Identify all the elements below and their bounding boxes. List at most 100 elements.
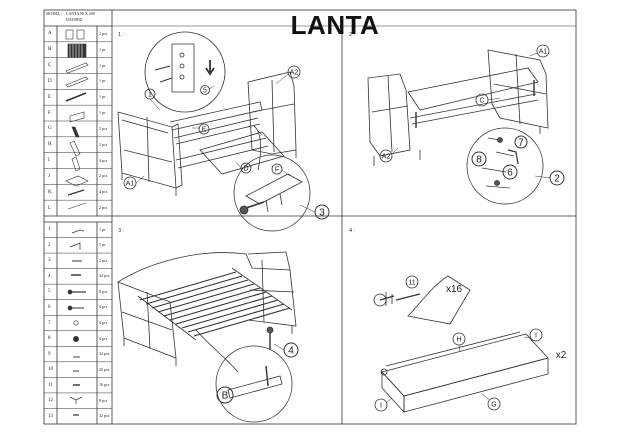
part-qty: 32 pcs [99,413,110,419]
callout-e: E [202,127,207,134]
part-id: 8 [48,336,51,342]
part-id: 4 [48,273,51,279]
part-b-slats-thumb-icon [67,43,87,58]
step-1-number: 1 : [118,32,124,38]
side-panel-a2-step2 [367,73,411,157]
hardware-thumbnails [67,229,86,416]
part-id: F [48,110,51,116]
part-qty: 1 pc [99,242,106,248]
step-3-illustration [117,251,299,423]
part-qty: 4 pcs [99,189,108,195]
model-label: MODEL : [46,11,63,16]
callout-part-4: 4 [288,346,294,357]
part-id: G [48,126,52,132]
step-1-illustration [117,31,330,232]
part-id: 7 [48,320,51,326]
part-qty: 1 pc [99,94,106,100]
slats [139,271,291,337]
bracket-thumb-icon [69,396,83,404]
part-qty: 8 pcs [99,288,108,294]
wrench-thumb-icon [69,242,81,250]
callout-a2-step2: A2 [382,154,391,161]
part-id: 3 [48,258,51,264]
part-qty: 2 pcs [99,173,108,179]
part-thumbnails [65,29,89,210]
step-4-illustration [373,275,549,414]
step-2-number: 2 : [349,32,355,38]
quantity-x2: x2 [556,350,567,361]
step-3-number: 3 : [118,228,124,234]
part-qty: 8 pcs [99,397,108,403]
step-2-labels: 2 : A1 C A2 7 8 6 2 [349,32,560,185]
panel-c [407,67,539,111]
step-2-illustration [367,44,565,205]
step-4-labels: 4 : 11 x16 H I x2 I G [349,228,567,410]
part-c-panel-thumb-icon [65,62,89,74]
drawer-body [381,333,549,397]
page-title: LANTA [290,10,380,40]
part-qty: 1 pc [99,46,106,52]
callout-f: F [275,167,279,174]
callout-part-8: 8 [476,155,482,166]
part-qty: 32 pcs [99,273,110,279]
part-qty: 4 pcs [99,304,108,310]
part-id: 5 [48,289,51,295]
part-id: L [48,205,52,211]
part-qty: 4 pcs [99,335,108,341]
part-qty: 2 pcs [99,141,108,147]
part-qty: 1 pc [99,226,106,232]
down-arrow-icon [205,60,215,76]
part-e-rail-thumb-icon [65,92,87,102]
part-qty: 1 pc [99,110,106,116]
part-qty: 20 pcs [99,366,110,372]
part-id: J [48,173,50,179]
part-qty: 2 pcs [99,30,108,36]
nut-thumb-icon [73,336,79,342]
callout-g: G [491,402,496,409]
callout-a1: A1 [126,181,135,188]
part-a-thumb-icon [65,29,85,40]
part-qty: 4 pcs [99,157,108,163]
part-id: 12 [48,398,53,404]
washer-thumb-icon [73,320,79,326]
part-id: 13 [48,413,53,419]
side-panel-a1-step2 [487,49,549,129]
part-qty: 2 pcs [99,257,108,263]
callout-a1-step2: A1 [539,49,548,56]
callout-part-7: 7 [518,138,524,149]
part-id: 10 [48,367,53,373]
part-qty: 1 pc [99,78,106,84]
step-1-labels: 1 : 1 A2 5 E D A1 F 3 [118,32,325,219]
callout-a2: A2 [290,70,299,77]
part-qty: 16 pcs [99,382,110,388]
part-g-bar-thumb-icon [71,126,80,138]
callout-i-left: I [380,403,382,410]
callout-d: D [243,166,248,173]
callout-b: B [222,391,229,402]
part-i-board-thumb-icon [71,156,81,172]
part-id: C [48,63,52,69]
callout-part-3: 3 [319,208,325,219]
part-qty: 2 pcs [99,125,108,131]
bolt-washer-thumb-icon [67,289,86,295]
part-j-sheet-thumb-icon [65,175,89,187]
part-l-strip-thumb-icon [67,202,87,210]
callout-h: H [456,337,461,344]
part-id: 2 [48,242,51,248]
part-f-board-thumb-icon [69,111,85,123]
part-id: K [48,189,52,195]
part-id: 11 [48,382,53,388]
part-id: I [48,158,50,164]
callout-part-5: 5 [203,88,207,95]
part-qty: 32 pcs [99,351,110,357]
callout-i-right: I [535,333,537,340]
panel-d [199,131,285,175]
part-qty: 4 pcs [99,320,108,325]
callout-part-11: 11 [408,280,415,287]
part-d-panel-thumb-icon [65,76,89,88]
part-id: D [48,78,52,84]
barrel-nut-thumb-icon [67,305,84,311]
allen-key-thumb-icon [71,229,85,234]
model-name: LANTA 90 X 200 [66,11,95,16]
